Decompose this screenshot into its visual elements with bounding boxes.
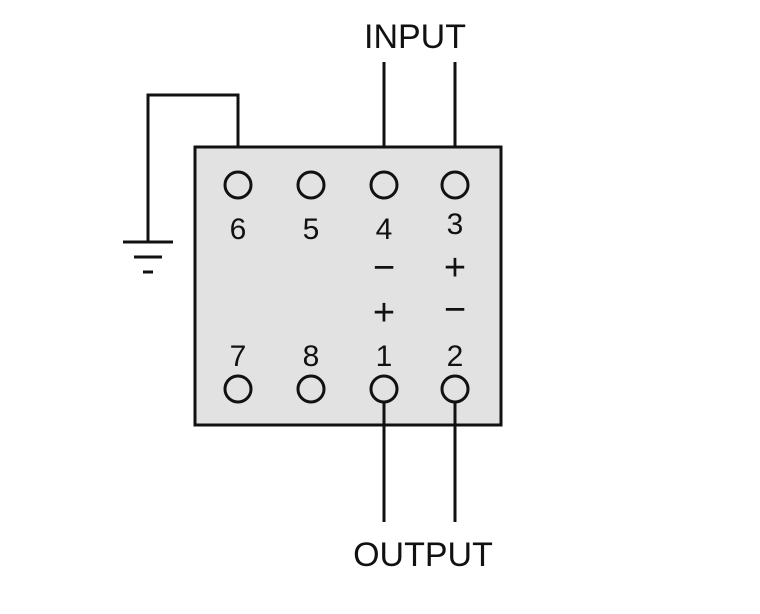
pin-2-label: 2 — [447, 340, 464, 373]
pin-7-label: 7 — [230, 340, 247, 373]
pin-2-polarity: − — [444, 289, 466, 331]
pin-1-label: 1 — [376, 340, 393, 373]
pin-4 — [369, 170, 399, 200]
pin-1-polarity: + — [373, 292, 395, 334]
pin-8 — [296, 374, 326, 404]
pin-6 — [223, 170, 253, 200]
pin-7 — [223, 374, 253, 404]
input-label: INPUT — [364, 18, 466, 56]
ground-wire — [146, 93, 240, 242]
pin-5-label: 5 — [303, 213, 320, 246]
pin-4-label: 4 — [376, 213, 393, 246]
pin-5 — [296, 170, 326, 200]
pin-1 — [369, 374, 399, 404]
pin-3-polarity: + — [444, 247, 466, 289]
pin-3 — [440, 170, 470, 200]
pin-8-label: 8 — [303, 340, 320, 373]
output-label: OUTPUT — [353, 536, 493, 574]
pin-4-polarity: − — [373, 247, 395, 289]
pin-2 — [440, 374, 470, 404]
pin-6-label: 6 — [230, 213, 247, 246]
pin-3-label: 3 — [447, 208, 464, 241]
ground-icon — [123, 240, 173, 274]
